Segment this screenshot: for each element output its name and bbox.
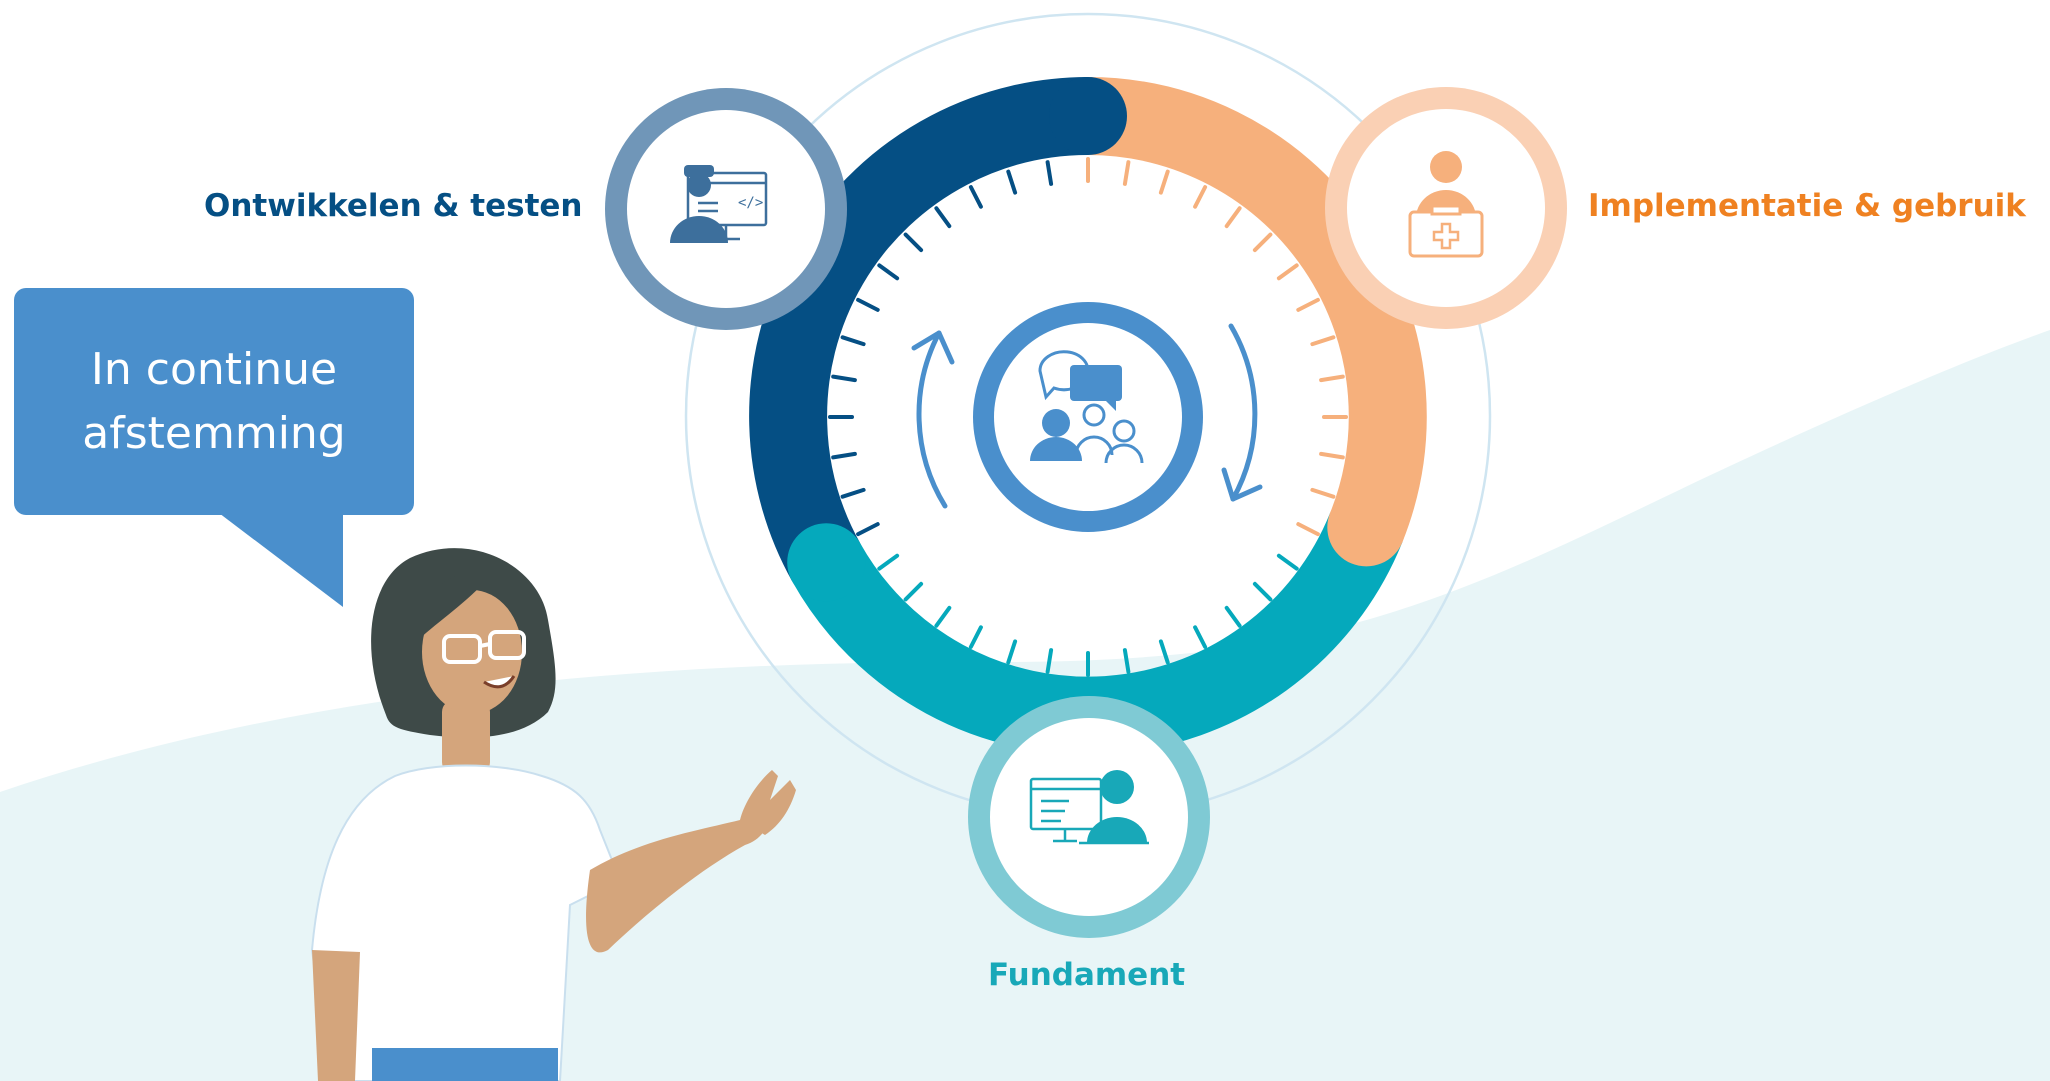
presenter-left-arm [312,950,360,1081]
cycle-arrow-left [916,330,948,509]
tick-mark [1310,487,1336,499]
tick-mark [1296,522,1320,537]
tick-mark [934,206,952,229]
people-conversation-icon [1030,350,1144,464]
tick-mark [968,625,983,649]
presenter-hair-top [418,572,492,640]
tick-mark [856,297,880,312]
segment-cap-fund [787,523,866,602]
tick-mark [877,263,900,281]
speech-bubble-tail [215,510,343,607]
node-ontwikkelen: </> [605,88,847,330]
tick-mark [1122,160,1131,186]
tick-mark [1158,639,1170,665]
tick-mark [1122,648,1131,674]
node-implementatie [1325,87,1567,329]
speech-bubble-line-2: afstemming [82,408,346,459]
cycle-arrow-left-head [911,330,955,365]
cycle-arrows-icon [911,323,1263,509]
speech-bubble-line-1: In continue [90,344,338,395]
node-fundament [968,696,1210,938]
doctor-with-medical-kit-icon [1408,151,1484,258]
tick-mark [903,581,924,602]
label-implementatie: Implementatie & gebruik [1588,188,2026,224]
tick-mark [840,487,866,499]
tick-mark [1224,206,1242,229]
tick-mark [1276,553,1299,571]
tick-mark [1224,605,1242,628]
tick-mark [831,451,857,460]
tick-mark [877,553,900,571]
tick-mark [968,185,983,209]
tick-marks [828,157,1348,677]
segment-cap-impl [1327,488,1406,567]
tick-mark [1252,232,1273,253]
tick-mark [1006,639,1018,665]
presenter-neck [442,700,490,774]
tick-mark [856,522,880,537]
tick-mark [1045,160,1054,186]
tick-mark [1158,169,1170,195]
svg-text:</>: </> [738,195,763,211]
center-node [973,302,1203,532]
tick-mark [1310,335,1336,347]
tick-mark [1045,648,1054,674]
developer-at-screen-icon: </> [670,165,768,243]
tick-mark [1319,374,1345,383]
label-fundament: Fundament [988,957,1186,993]
tick-mark [1193,625,1208,649]
presenter-pants [372,1048,558,1081]
presenter-illustration [310,548,796,1081]
tick-mark [840,335,866,347]
cycle-arrow-right-head [1221,467,1263,502]
tick-mark [1319,451,1345,460]
tick-mark [1252,581,1273,602]
tick-mark [1276,263,1299,281]
cycle-arrow-right [1228,323,1258,502]
presenter-arm [586,800,769,953]
tick-mark [903,232,924,253]
tick-mark [831,374,857,383]
tick-mark [934,605,952,628]
person-at-computer-icon [1029,770,1149,845]
presenter-smile [483,675,516,689]
glasses-icon [442,630,526,664]
tick-mark [1296,297,1320,312]
presenter-hand [740,770,796,835]
speech-bubble-text: In continue afstemming [14,338,414,466]
tick-mark [1006,169,1018,195]
presenter-shirt [310,764,622,1081]
segment-cap-dev [1049,77,1127,155]
tick-mark [1193,185,1208,209]
label-ontwikkelen: Ontwikkelen & testen [204,188,583,224]
speech-bubble [14,288,414,515]
segment-fundament [792,512,1403,755]
